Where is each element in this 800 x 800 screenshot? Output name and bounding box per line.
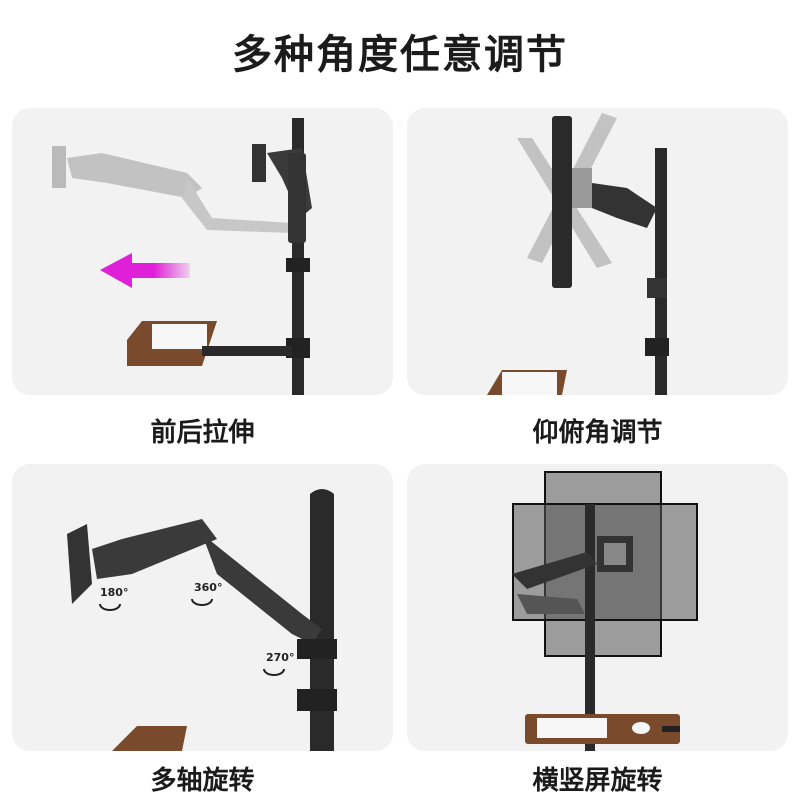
rotation-label-270: 270° [266,651,294,664]
caption-extension: 前后拉伸 [150,418,255,448]
rotation-label-180: 180° [100,586,128,599]
tilt-illustration [487,113,669,395]
rotation-label-360: 360° [194,581,222,594]
caption-rotation: 多轴旋转 [150,766,255,796]
arrow-left-icon [100,253,190,288]
panel-rotation: 180° 360° 270° [12,464,393,751]
panel-extension [12,108,393,395]
screen-rotation-illustration [512,471,698,751]
caption-tilt: 仰俯角调节 [532,418,663,448]
rotation-illustration: 180° 360° 270° [67,489,337,751]
panel-tilt [407,108,788,395]
caption-screen-rotation: 横竖屏旋转 [532,766,663,796]
panel-screen-rotation [407,464,788,751]
page-title: 多种角度任意调节 [232,32,568,78]
extension-illustration [52,118,312,395]
